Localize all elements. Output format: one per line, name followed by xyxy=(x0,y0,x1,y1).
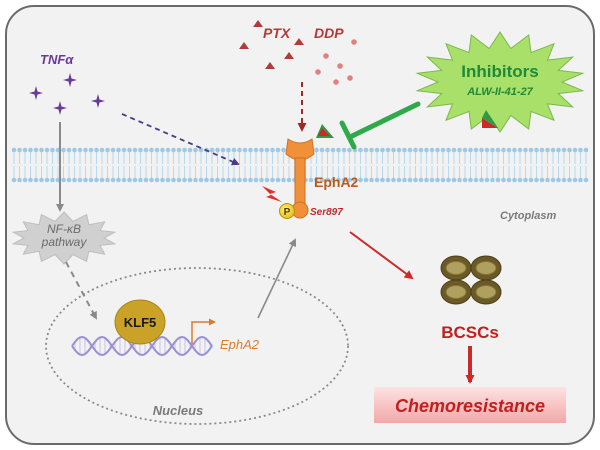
epha2-gene-label: EphA2 xyxy=(220,337,260,352)
tnf-star-icon xyxy=(53,101,67,115)
ptx-triangle-icon xyxy=(253,20,263,27)
inhibitor-burst xyxy=(415,31,585,133)
epha2-to-bcscs-arrow xyxy=(349,231,414,280)
stem-cell-icon xyxy=(440,279,472,305)
ddp-dot-icon xyxy=(333,79,339,85)
ddp-dot-icon xyxy=(347,75,353,81)
ser897-label: Ser897 xyxy=(310,207,343,218)
gene-to-receptor-arrow xyxy=(257,238,297,319)
epha2-receptor xyxy=(285,138,315,219)
transcription-arrow xyxy=(191,318,216,344)
inhibitors-label: Inhibitors xyxy=(461,62,538,81)
stem-cell-icon xyxy=(470,279,502,305)
ddp-molecules xyxy=(315,39,357,85)
inhibition-arrow xyxy=(347,101,421,140)
ddp-dot-icon xyxy=(351,39,357,45)
ptx-label: PTX xyxy=(263,25,292,41)
chemoresistance-label: Chemoresistance xyxy=(395,396,545,416)
bound-inhibitor-icon xyxy=(316,124,334,138)
klf5-label: KLF5 xyxy=(124,315,157,330)
klf5-protein xyxy=(114,299,166,345)
tnf-star-icon xyxy=(63,73,77,87)
ptx-triangle-icon xyxy=(284,52,294,59)
tnf-star-icon xyxy=(29,86,43,100)
ddp-dot-icon xyxy=(315,69,321,75)
tnf-molecules xyxy=(29,73,105,115)
nfkb-label: NF-κB xyxy=(47,222,81,236)
nucleus-label: Nucleus xyxy=(153,403,204,418)
ddp-dot-icon xyxy=(337,63,343,69)
tnf-label: TNFα xyxy=(40,52,74,67)
inhibitor-molecule-icon xyxy=(482,110,498,128)
nfkb-pathway-label: pathway xyxy=(41,235,88,249)
receptor-stalk xyxy=(294,157,306,207)
ptx-triangle-icon xyxy=(294,38,304,45)
stem-cell-icon xyxy=(440,255,472,281)
tnf-to-epha2-arrow xyxy=(121,113,240,166)
bcsc-cells xyxy=(440,255,502,305)
bcscs-label: BCSCs xyxy=(441,323,499,342)
phospho-label: P xyxy=(284,207,291,218)
chemoresistance-box xyxy=(374,387,566,423)
ptx-triangle-icon xyxy=(265,62,275,69)
inhibition-bar xyxy=(339,120,357,150)
phospho-circle xyxy=(279,203,295,219)
receptor-head xyxy=(285,138,315,161)
tnf-star-icon xyxy=(91,94,105,108)
inhibitor-name-label: ALW-II-41-27 xyxy=(466,86,533,98)
epha2-receptor-label: EphA2 xyxy=(314,174,359,190)
nucleus xyxy=(45,267,349,425)
ddp-label: DDP xyxy=(314,25,344,41)
cell-membrane xyxy=(11,147,589,183)
ptx-molecules xyxy=(239,20,304,69)
cytoplasm-label: Cytoplasm xyxy=(500,210,556,222)
ddp-dot-icon xyxy=(323,53,329,59)
stem-cell-icon xyxy=(470,255,502,281)
nfkb-burst xyxy=(11,211,117,265)
ptx-triangle-icon xyxy=(239,42,249,49)
lightning-icon xyxy=(262,186,282,202)
